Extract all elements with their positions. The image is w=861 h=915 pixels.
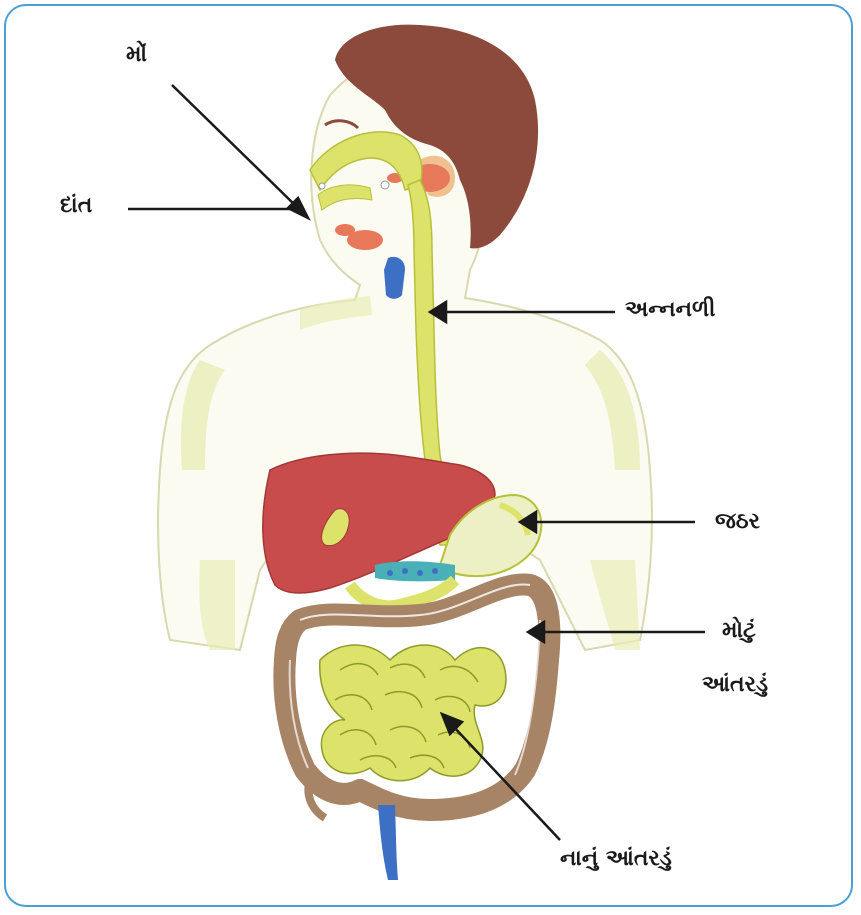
label-teeth: દાંત xyxy=(60,193,92,219)
label-mouth: મોં xyxy=(126,42,147,68)
label-stomach: જઠર xyxy=(715,509,760,535)
body-outline xyxy=(158,46,652,650)
label-large-intestine-line1: મોટું xyxy=(722,618,756,644)
large-intestine-arrow xyxy=(528,622,544,642)
small-intestine xyxy=(320,645,506,781)
label-large-intestine-line2: આંતરડું xyxy=(702,672,768,698)
rectum xyxy=(378,805,398,880)
pancreas xyxy=(375,561,455,581)
trachea xyxy=(384,257,405,299)
label-small-intestine: નાનું આંતરડું xyxy=(560,846,672,872)
label-esophagus: અન્નનળી xyxy=(625,297,715,323)
